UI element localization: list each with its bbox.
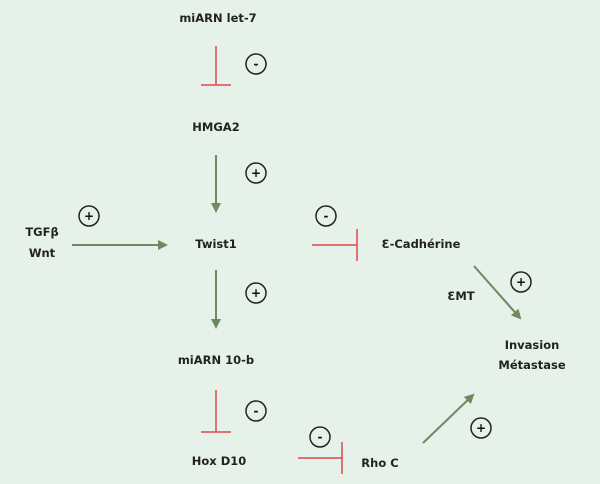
node-invasion: Invasion — [505, 338, 560, 352]
sign-twist1-mirna-10b: + — [245, 282, 267, 304]
inhibition-mirna-10b-to-hoxd10 — [201, 390, 231, 433]
sign-hoxd10-rhoc: - — [309, 426, 331, 448]
sign-tgfb-twist1: + — [78, 205, 100, 227]
node-tgfb: TGFβ — [25, 225, 58, 239]
sign-mirna-10b-hoxd10: - — [245, 400, 267, 422]
sign-text: - — [254, 57, 259, 71]
node-ecadherin: Ɛ-Cadhérine — [382, 237, 461, 251]
inhibition-let7-to-hmga2 — [201, 46, 231, 86]
sign-ecadherin-invasion: + — [510, 271, 532, 293]
node-mirna-let7: miARN let-7 — [179, 11, 256, 25]
node-mirna-10b: miARN 10-b — [178, 353, 254, 367]
inhibition-hoxd10-to-rhoc — [298, 442, 343, 474]
arrow-ecadherin-to-invasion — [473, 265, 522, 320]
sign-text: + — [84, 209, 94, 223]
node-twist1: Twist1 — [195, 237, 237, 251]
label-emt: ƐMT — [447, 289, 474, 303]
inhibition-twist1-to-ecadherin — [312, 229, 358, 261]
node-rhoc: Rho C — [361, 456, 398, 470]
sign-text: + — [476, 421, 486, 435]
sign-text: - — [254, 404, 259, 418]
node-wnt: Wnt — [29, 246, 56, 260]
node-hoxd10: Hox D10 — [192, 454, 247, 468]
sign-text: - — [324, 209, 329, 223]
sign-text: + — [516, 275, 526, 289]
sign-hmga2-twist1: + — [245, 162, 267, 184]
node-hmga2: HMGA2 — [192, 120, 239, 134]
sign-rhoc-invasion: + — [470, 417, 492, 439]
sign-twist1-ecadherin: - — [315, 205, 337, 227]
sign-text: + — [251, 286, 261, 300]
sign-text: - — [318, 430, 323, 444]
arrow-rhoc-to-invasion — [422, 393, 475, 444]
sign-let7-hmga2: - — [245, 53, 267, 75]
node-metastase: Métastase — [498, 358, 565, 372]
sign-text: + — [251, 166, 261, 180]
